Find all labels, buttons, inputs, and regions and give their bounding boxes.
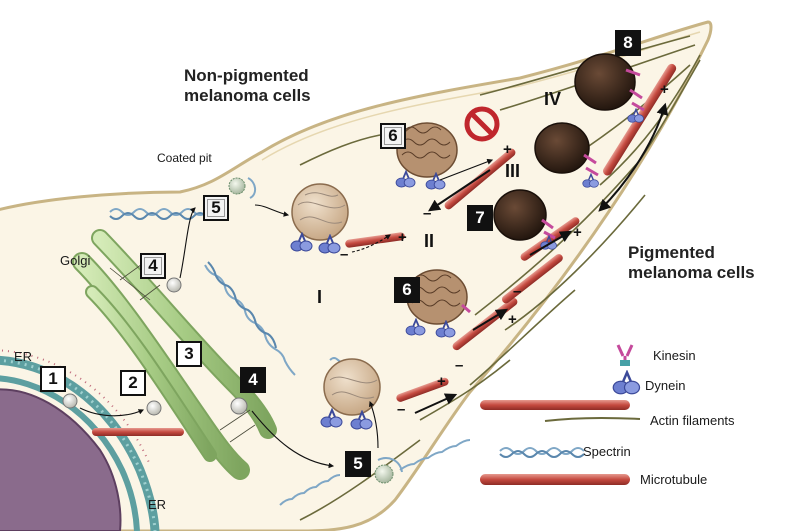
- coated-pit-top: [228, 177, 246, 195]
- minus-sign: –: [340, 246, 349, 263]
- minus-sign: –: [397, 401, 406, 418]
- legend-dynein-label: Dynein: [645, 378, 686, 393]
- plus-sign: +: [660, 81, 669, 98]
- nucleus: [0, 388, 122, 531]
- minus-sign: –: [455, 357, 464, 374]
- er-label-top: ER: [14, 349, 33, 364]
- er-membrane-inner: [0, 375, 140, 531]
- coated-pit-label: Coated pit: [157, 151, 212, 165]
- step-box-7: 7: [467, 205, 493, 231]
- melanosome-medium: [395, 122, 458, 190]
- step-box-4-black: 4: [240, 367, 266, 393]
- step-box-6-grey: 6: [380, 123, 406, 149]
- plus-sign: +: [398, 229, 407, 246]
- step-box-5-grey: 5: [203, 195, 229, 221]
- plus-sign: +: [573, 224, 582, 241]
- legend-actin-label: Actin filaments: [650, 413, 735, 428]
- stage-label-i: I: [317, 287, 323, 307]
- golgi-label: Golgi: [60, 253, 91, 268]
- step-box-2: 2: [120, 370, 146, 396]
- melanosome-dark: [574, 53, 645, 123]
- stage-label-ii: II: [424, 231, 435, 251]
- plus-sign: +: [508, 311, 517, 328]
- legend-dynein-icon: [612, 371, 641, 395]
- minus-sign: –: [423, 205, 432, 222]
- stage-label-iv: IV: [544, 89, 562, 109]
- er-label-bottom: ER: [148, 497, 167, 512]
- legend-spectrin-label: Spectrin: [583, 444, 631, 459]
- legend-kinesin-icon: [616, 344, 634, 366]
- stage-label-iii: III: [505, 161, 521, 181]
- plus-sign: +: [503, 141, 512, 158]
- step-box-1: 1: [40, 366, 66, 392]
- legend-kinesin-label: Kinesin: [653, 348, 696, 363]
- melanosome-dark: [493, 189, 558, 250]
- melanosome-light: [290, 183, 349, 254]
- step-box-6-black: 6: [394, 277, 420, 303]
- legend-spectrin-swatch: [499, 447, 585, 458]
- legend-actin-swatch: [544, 416, 641, 422]
- melanosome-light: [320, 358, 381, 430]
- title-non-pigmented: Non-pigmented melanoma cells: [184, 66, 311, 105]
- coated-pit-bottom: [374, 464, 394, 484]
- forbidden-icon: [464, 106, 500, 142]
- step-box-8: 8: [615, 30, 641, 56]
- step-box-5-black: 5: [345, 451, 371, 477]
- legend-microtubule-swatch: [480, 474, 630, 485]
- melanosome-dark: [534, 122, 600, 188]
- title-pigmented: Pigmented melanoma cells: [628, 243, 755, 282]
- legend-microtubule-label: Microtubule: [640, 472, 708, 487]
- plus-sign: +: [437, 373, 446, 390]
- step-box-4-grey: 4: [140, 253, 166, 279]
- minus-sign: –: [513, 283, 522, 300]
- step-box-3: 3: [176, 341, 202, 367]
